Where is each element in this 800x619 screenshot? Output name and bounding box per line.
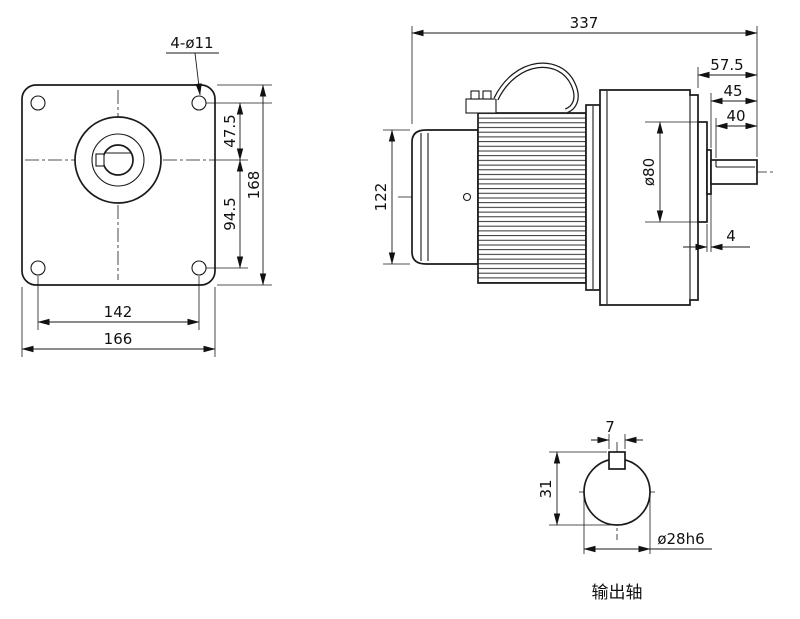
section-caption: 输出轴 [592, 583, 643, 603]
bolt-hole [191, 95, 207, 111]
dim-text-168: 168 [245, 171, 263, 200]
dim-text-94-5: 94.5 [221, 197, 239, 230]
bolt-hole [191, 260, 207, 276]
dim-text-dia80: ø80 [640, 158, 658, 186]
shaft-bore [102, 144, 134, 176]
bolt-hole [30, 260, 46, 276]
front-view: 4-ø11 47.5 94.5 168 142 166 [21, 34, 272, 357]
grease-fitting [462, 192, 472, 202]
dim-text-337: 337 [570, 14, 599, 32]
bolt-hole [30, 95, 46, 111]
shaft-section-view: 7 31 ø28h6 输出轴 [537, 418, 712, 603]
dim-text-122: 122 [372, 183, 390, 212]
terminal [482, 90, 492, 100]
bolt-hole-note: 4-ø11 [170, 34, 213, 52]
key-section [608, 451, 626, 470]
terminal-box [465, 98, 497, 114]
dim-text-142: 142 [104, 303, 133, 321]
dim-text-45: 45 [723, 82, 742, 100]
dim-text-40: 40 [726, 107, 745, 125]
dim-text-57-5: 57.5 [710, 56, 743, 74]
power-cable-core [494, 63, 578, 113]
keyway-notch [95, 153, 105, 167]
terminal [470, 90, 480, 100]
dim-text-31: 31 [537, 479, 555, 498]
output-shaft [710, 159, 758, 185]
gearbox-body [599, 89, 699, 306]
dim-text-7: 7 [605, 418, 615, 436]
dim-text-4: 4 [726, 227, 736, 245]
dim-text-47-5: 47.5 [221, 114, 239, 147]
motor-fins [477, 112, 587, 284]
dim-text-166: 166 [104, 330, 133, 348]
output-boss [697, 121, 708, 223]
side-view: 337 57.5 45 40 ø80 122 4 [372, 14, 776, 306]
leader-line [194, 52, 202, 96]
dim-text-dia28: ø28h6 [657, 530, 704, 548]
